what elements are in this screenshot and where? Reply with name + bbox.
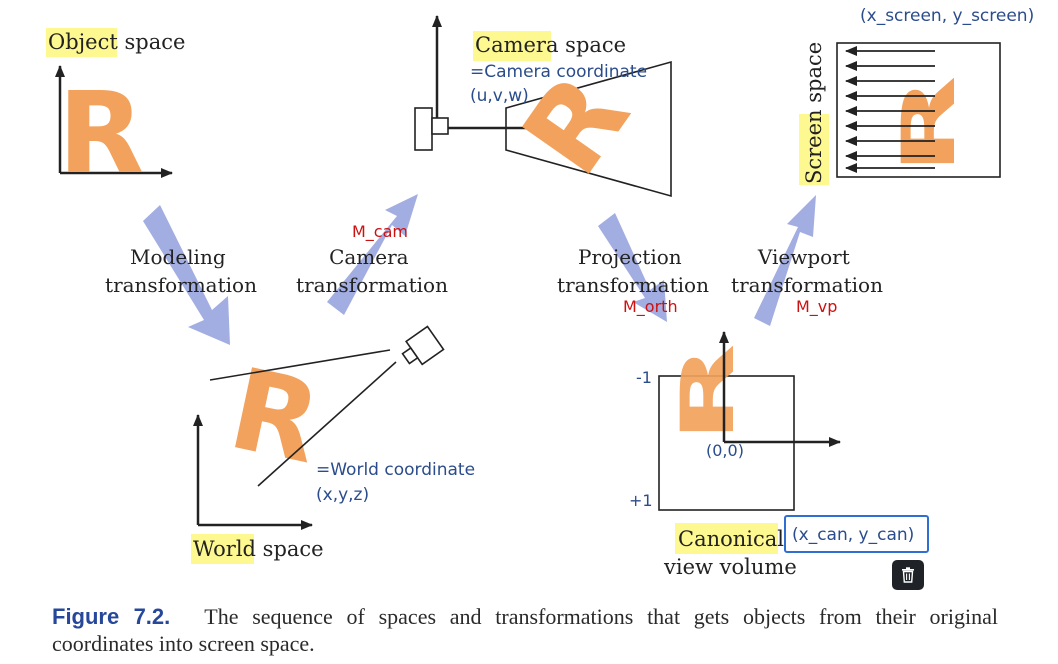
svg-text:Modeling transformation: Modeling transformation: [105, 245, 257, 297]
object-space-panel: Object space R: [46, 28, 185, 199]
figure-caption-text: The sequence of spaces and transformatio…: [52, 604, 998, 656]
camera-lens: [431, 117, 449, 135]
svg-text:Object space: Object space: [48, 30, 185, 54]
screen-xy-annotation: (x_screen, y_screen): [860, 6, 1034, 26]
canonical-label-line2: view volume: [663, 555, 797, 579]
svg-text:Viewport transformation: Viewport transformation: [731, 245, 883, 297]
svg-text:Camera transformation: Camera transformation: [296, 245, 448, 297]
world-coord-annotation: =World coordinate: [316, 460, 475, 480]
figure-label: Figure 7.2.: [52, 604, 171, 629]
canonical-glyph: R: [665, 343, 750, 443]
canonical-panel: R -1 +1 (0,0) Canonical view volume (x_c…: [629, 331, 929, 579]
canonical-label: Canonical: [678, 527, 784, 551]
screen-space-panel: (x_screen, y_screen) R Screen space: [799, 6, 1034, 185]
delete-button[interactable]: [892, 560, 924, 590]
object-label: Object: [48, 30, 118, 54]
projection-label-2: transformation: [557, 273, 709, 297]
world-xyz-annotation: (x,y,z): [316, 485, 369, 505]
camera-space-suffix: space: [559, 33, 627, 57]
world-space-suffix: space: [256, 537, 324, 561]
m-vp-label: M_vp: [796, 297, 837, 317]
canonical-origin: (0,0): [706, 441, 744, 460]
object-glyph: R: [58, 69, 144, 199]
m-cam-label: M_cam: [352, 222, 408, 242]
projection-arrow: [598, 213, 667, 322]
camera-transform-arrow: [327, 194, 418, 315]
camera-space-panel: R Camera space =Camera coordinate (u,v,w…: [414, 15, 672, 198]
world-space-panel: R World space =World coordinate (x,y,z): [191, 325, 480, 564]
camera-uvw-annotation: (u,v,w): [470, 86, 529, 106]
object-highlight: [46, 28, 117, 57]
camera-transform-label-1: Camera: [329, 245, 409, 269]
svg-text:=World coordinate (x,y,z: =World coordinate (x,y,z): [316, 460, 480, 505]
screen-label: Screen: [802, 109, 826, 184]
view-frustum: [505, 60, 672, 198]
viewport-label-2: transformation: [731, 273, 883, 297]
trash-icon: [902, 567, 914, 583]
figure-caption: Figure 7.2.The sequence of spaces and tr…: [52, 603, 998, 657]
screen-glyph: R: [886, 75, 971, 175]
scanline-arrows: [845, 46, 935, 173]
svg-text:Screen space: Screen space: [802, 42, 826, 184]
modeling-label-1: Modeling: [130, 245, 226, 269]
modeling-arrow: [143, 205, 230, 345]
viewport-arrow: [754, 195, 816, 326]
camera-label: Camera: [475, 33, 559, 57]
modeling-label-2: transformation: [105, 273, 257, 297]
svg-text:=Camera coordinate (u,v,: =Camera coordinate (u,v,w): [470, 62, 652, 106]
camera-highlight: [473, 31, 551, 61]
world-camera-icon: [401, 325, 445, 366]
camera-coord-annotation: =Camera coordinate: [470, 62, 647, 82]
camera-body: [414, 107, 433, 151]
screen-highlight: [799, 114, 829, 185]
canonical-highlight: [675, 523, 778, 554]
svg-text:Projection transformation: Projection transformation: [557, 245, 709, 297]
frustum-line-bottom: [257, 361, 397, 487]
camera-transform-label-2: transformation: [296, 273, 448, 297]
can-xy-box[interactable]: [784, 515, 929, 553]
canonical-tick-bottom: +1: [629, 491, 653, 510]
svg-text:Camera space: Camera space: [475, 33, 626, 57]
world-label: World: [193, 537, 256, 561]
frustum-line-top: [209, 349, 391, 381]
screen-space-suffix: space: [802, 42, 826, 110]
projection-label-1: Projection: [578, 245, 682, 269]
canonical-tick-top: -1: [636, 368, 652, 387]
svg-text:World space: World space: [193, 537, 324, 561]
screen-box: [836, 42, 1001, 178]
m-orth-label: M_orth: [623, 297, 678, 317]
can-xy-text: (x_can, y_can): [792, 525, 914, 545]
object-space-suffix: space: [118, 30, 186, 54]
viewport-label-1: Viewport: [757, 245, 850, 269]
world-highlight: [191, 534, 254, 564]
world-glyph: R: [219, 344, 330, 489]
